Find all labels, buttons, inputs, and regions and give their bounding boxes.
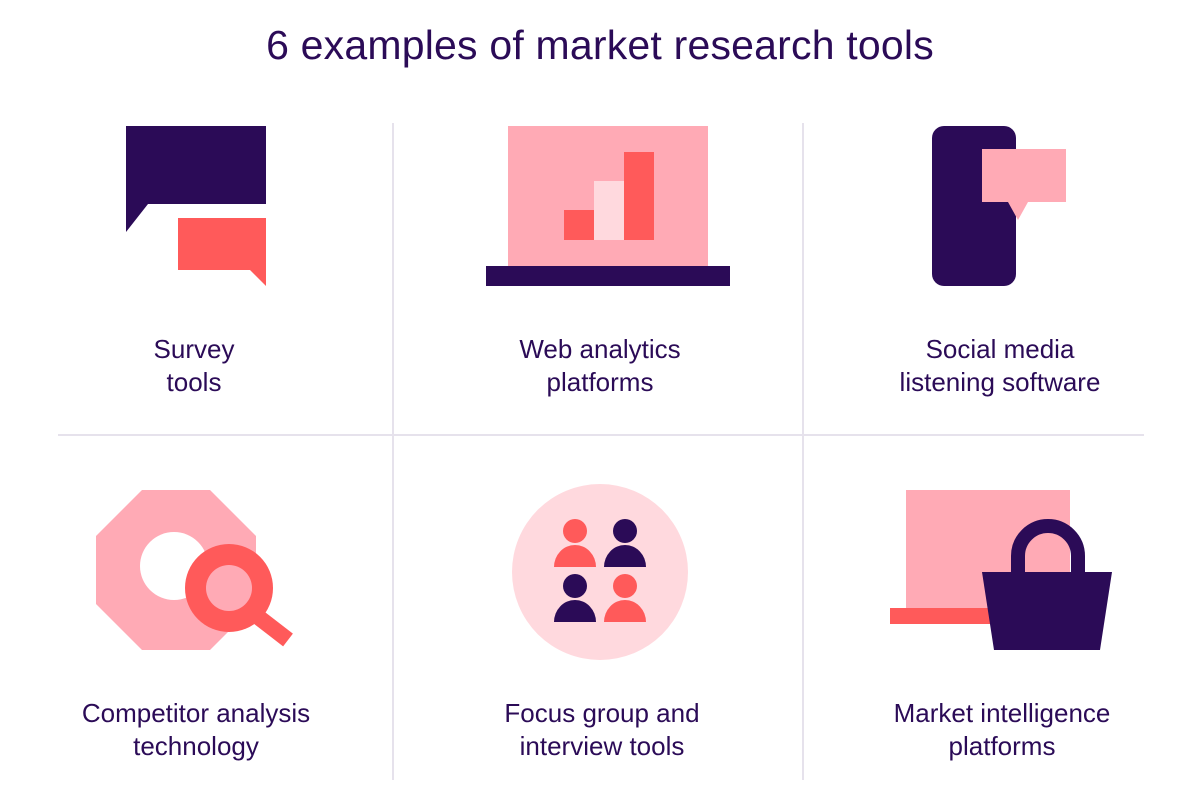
page-title: 6 examples of market research tools (266, 22, 934, 68)
grid-divider (58, 434, 1144, 436)
grid-divider (802, 123, 804, 780)
tool-label: Survey tools (153, 334, 235, 397)
tool-label: Web analytics platforms (519, 334, 681, 397)
grid-divider (392, 123, 394, 780)
tool-label: Market intelligence platforms (893, 698, 1111, 761)
tool-label: Focus group and interview tools (504, 698, 700, 761)
tool-label: Social media listening software (899, 334, 1101, 397)
tool-label: Competitor analysis technology (81, 698, 311, 761)
